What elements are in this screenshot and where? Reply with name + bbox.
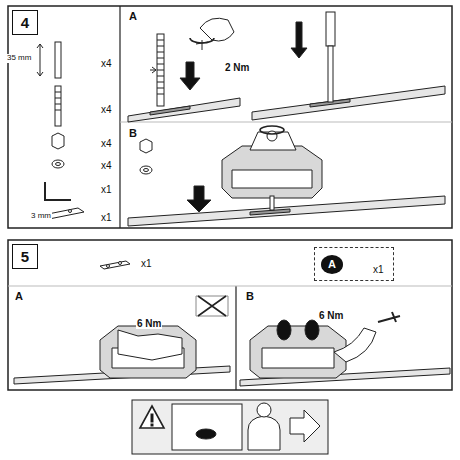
quantity-label: x4 bbox=[100, 160, 113, 171]
badge-circle: A bbox=[321, 255, 343, 274]
node-text: x1 bbox=[373, 264, 384, 275]
sub-step-label: A bbox=[14, 290, 24, 302]
sub-step-label: B bbox=[128, 127, 138, 139]
quantity-label: x4 bbox=[100, 138, 113, 149]
node-text: 5 bbox=[13, 249, 37, 266]
step-number-box: 5 bbox=[12, 244, 38, 269]
sub-step-label: A bbox=[128, 10, 138, 22]
dimension-label: 35 mm bbox=[6, 54, 32, 63]
dimension-label: 3 mm bbox=[30, 212, 52, 221]
quantity-label: x1 bbox=[140, 258, 153, 269]
quantity-label: x4 bbox=[100, 58, 113, 69]
node-text: 4 bbox=[13, 15, 37, 32]
quantity-label: x1 bbox=[100, 184, 113, 195]
quantity-label: x1 bbox=[100, 212, 113, 223]
quantity-label: x4 bbox=[100, 104, 113, 115]
dimension-label: 6 Nm bbox=[136, 318, 162, 329]
sub-step-label: B bbox=[245, 290, 255, 302]
step-number-box: 4 bbox=[12, 10, 38, 35]
dimension-label: 2 Nm bbox=[224, 62, 250, 73]
parts-box: x1 A bbox=[314, 247, 394, 281]
node-text: A bbox=[321, 258, 343, 270]
dimension-label: 6 Nm bbox=[318, 310, 344, 321]
